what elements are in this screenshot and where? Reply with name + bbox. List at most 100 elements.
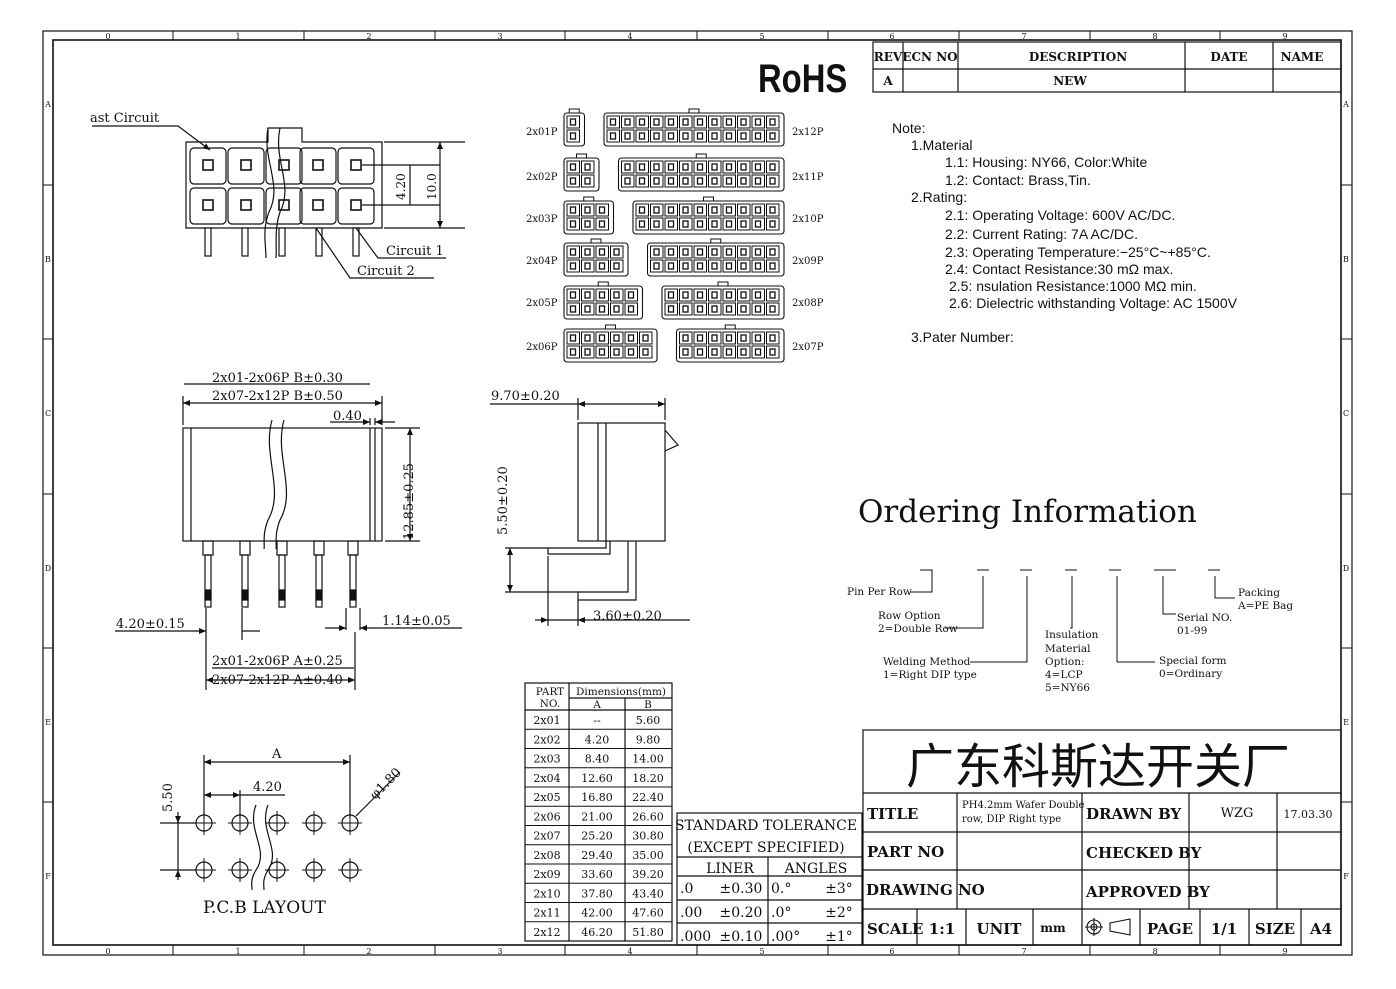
zone-col-label: 6 (889, 947, 894, 956)
zone-row-label: F (45, 872, 51, 881)
scale-label: SCALE (867, 920, 923, 938)
pin-cavity (265, 187, 303, 225)
company-name: 广东科斯达开关厂 (906, 739, 1290, 795)
dim-table-b-cell: 18.20 (632, 772, 664, 785)
dim-1285: 12.85±0.25 (402, 463, 417, 540)
ordering-info: Ordering Information Pin Per Row Row Opt… (847, 494, 1293, 694)
serial-value: 01-99 (1177, 625, 1207, 637)
dim-table-b-cell: 51.80 (632, 926, 664, 939)
tolerance-liner-value: ±0.20 (720, 905, 763, 921)
dim-table-b-cell: 39.20 (632, 868, 664, 881)
unit-label: UNIT (977, 920, 1023, 938)
zone-col-label: 1 (235, 32, 240, 41)
pcb-dim-550: 5.50 (161, 783, 176, 812)
dim-table-a-cell: 42.00 (581, 907, 613, 920)
zone-row-label: D (1343, 564, 1349, 573)
pin-cavity (227, 147, 265, 185)
dimension-table: PART NO. Dimensions(mm) A B 2x01--5.602x… (524, 682, 673, 942)
material-line: 1.2: Contact: Brass,Tin. (945, 172, 1091, 188)
pin-cavity (189, 147, 227, 185)
dim-table-a-cell: -- (593, 714, 601, 727)
dim-a-large: 2x07-2x12P A±0.40 (212, 673, 343, 688)
zone-row-label: A (44, 100, 51, 109)
rating-line: 2.2: Current Rating: 7A AC/DC. (945, 226, 1138, 242)
insulation-label: Material (1045, 643, 1091, 655)
zone-row-label: B (1343, 255, 1349, 264)
pin (315, 554, 323, 608)
pin (278, 554, 286, 608)
special-form-label: Special form (1159, 655, 1227, 667)
tolerance-liner-precision: .00 (680, 905, 702, 921)
dim-table-b-cell: 35.00 (632, 849, 664, 862)
pin-cavity (227, 187, 265, 225)
tolerance-angles-header: ANGLES (784, 861, 848, 877)
description-value: NEW (1053, 74, 1087, 88)
notes-block: Note: 1.Material 1.1: Housing: NY66, Col… (892, 120, 1238, 345)
drawing-no-label: DRAWING NO (866, 881, 985, 899)
dim-table-part-cell: 2x02 (533, 733, 560, 746)
dim-table-part-cell: 2x08 (533, 849, 560, 862)
checked-by-label: CHECKED BY (1086, 844, 1202, 862)
dim-table-b-cell: 22.40 (632, 791, 664, 804)
zone-col-label: 2 (366, 32, 371, 41)
name-header: NAME (1281, 50, 1324, 64)
variant-label: 2x07P (792, 342, 824, 353)
pin-shoulder (276, 540, 288, 556)
variant-label: 2x01P (526, 127, 558, 138)
dim-table-part-cell: 2x05 (533, 791, 560, 804)
dim-table-b: B (644, 699, 652, 711)
dim-table-b-cell: 30.80 (632, 830, 664, 843)
tolerance-liner-value: ±0.10 (720, 929, 763, 945)
dim-table-a-cell: 16.80 (581, 791, 613, 804)
front-view (92, 125, 465, 279)
tolerance-angle-value: ±2° (825, 905, 853, 921)
rating-line: 2.4: Contact Resistance:30 mΩ max. (945, 261, 1173, 277)
dim-table-part-cell: 2x12 (533, 926, 560, 939)
row-option-value: 2=Double Row (878, 623, 958, 635)
side-view (115, 383, 462, 690)
dim-height-label: 10.0 (425, 173, 439, 200)
profile-view (490, 398, 690, 626)
variant-label: 2x08P (792, 298, 824, 309)
zone-col-label: 9 (1282, 947, 1287, 956)
pcb-dim-420: 4.20 (253, 780, 282, 795)
dim-table-b-cell: 43.40 (632, 887, 664, 900)
tolerance-subtitle: (EXCEPT SPECIFIED) (687, 840, 844, 856)
title-value-line1: PH4.2mm Wafer Double (962, 800, 1085, 811)
dim-040: 0.40 (333, 409, 362, 424)
part-no-label: PART NO (867, 843, 944, 861)
pin (349, 554, 357, 608)
dim-table-a-cell: 46.20 (581, 926, 613, 939)
part-number-heading: 3.Pater Number: (911, 329, 1014, 345)
pcb-hole-dim: φ1.80 (367, 765, 405, 803)
welding-label: Welding Method (883, 656, 971, 668)
zone-row-label: D (45, 564, 51, 573)
variant-label: 2x04P (526, 256, 558, 267)
rohs-mark: RoHS (758, 56, 847, 101)
tolerance-liner-precision: .0 (680, 881, 693, 897)
insulation-label: Insulation (1045, 629, 1099, 641)
dim-table-b-cell: 26.60 (632, 810, 664, 823)
zone-row-label: F (1343, 872, 1349, 881)
variant-label: 2x09P (792, 256, 824, 267)
pin-cavity (299, 187, 337, 225)
dim-970: 9.70±0.20 (491, 389, 560, 404)
zone-row-label: C (1343, 409, 1349, 418)
zone-col-label: 3 (497, 32, 502, 41)
title-label: TITLE (867, 805, 918, 823)
zone-col-label: 3 (497, 947, 502, 956)
tolerance-angle-value: ±3° (825, 881, 853, 897)
zone-col-label: 9 (1282, 32, 1287, 41)
tolerance-table: STANDARD TOLERANCE (EXCEPT SPECIFIED) LI… (675, 812, 863, 946)
tolerance-angle-precision: .00° (771, 929, 800, 945)
variant-label: 2x02P (526, 172, 558, 183)
dim-a-small: 2x01-2x06P A±0.25 (212, 654, 343, 669)
tolerance-liner-header: LINER (706, 861, 754, 877)
variant-label: 2x10P (792, 214, 824, 225)
rev-header: REV (874, 50, 903, 64)
description-header: DESCRIPTION (1029, 50, 1127, 64)
variant-label: 2x03P (526, 214, 558, 225)
special-form-value: 0=Ordinary (1159, 668, 1222, 680)
notes-heading: Note: (892, 120, 925, 136)
